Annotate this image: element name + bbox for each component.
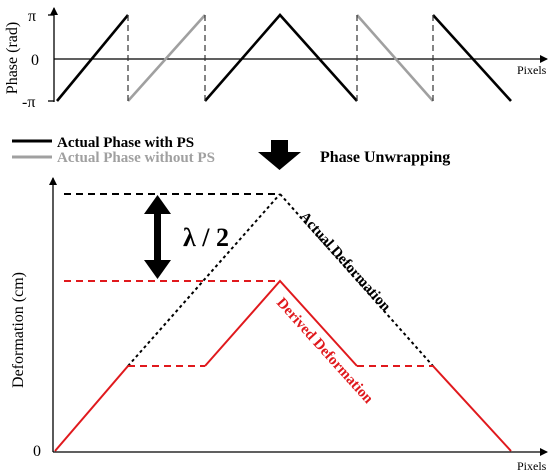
top-y-axis-label: Phase (rad) — [4, 22, 21, 94]
phase-without-ps-1 — [127, 14, 206, 102]
phase-with-ps-2 — [204, 13, 358, 102]
bottom-y-axis-label: Deformation (cm) — [10, 272, 27, 388]
tick-label-zero: 0 — [31, 52, 39, 69]
down-arrow-icon — [258, 140, 301, 170]
wrap-jump-lines — [127, 15, 434, 101]
actual-deformation-curve — [127, 193, 434, 367]
legend: Actual Phase with PS Actual Phase withou… — [12, 135, 215, 166]
lambda-half-label: λ / 2 — [183, 223, 229, 252]
tick-label-neg-pi: -π — [22, 94, 35, 111]
bottom-x-axis-label: Pixels — [517, 459, 547, 473]
legend-label-without-ps: Actual Phase without PS — [57, 150, 215, 166]
process-label: Phase Unwrapping — [320, 149, 450, 166]
derived-deformation-fall — [432, 365, 512, 452]
unwrapping-step: Phase Unwrapping — [258, 140, 450, 170]
derived-deformation-dashed — [64, 280, 433, 367]
actual-deformation-label: Actual Deformation — [296, 209, 394, 315]
derived-deformation-label: Derived Deformation — [273, 295, 376, 407]
derived-deformation-middle — [204, 279, 358, 367]
phase-without-ps-2 — [356, 14, 434, 102]
top-phase-panel: π 0 -π Phase (rad) Pixels — [4, 7, 548, 111]
legend-label-with-ps: Actual Phase with PS — [57, 135, 194, 151]
tick-label-pi: π — [28, 8, 36, 25]
phase-with-ps-3 — [432, 14, 512, 102]
derived-deformation-rise — [54, 365, 129, 452]
phase-with-ps-1 — [55, 14, 130, 102]
top-x-axis-label: Pixels — [517, 63, 547, 77]
bottom-zero-tick: 0 — [33, 443, 41, 460]
bottom-deformation-panel: 0 Deformation (cm) Pixels λ / 2 Actual D… — [10, 177, 548, 473]
lambda-half-arrow — [144, 195, 171, 279]
